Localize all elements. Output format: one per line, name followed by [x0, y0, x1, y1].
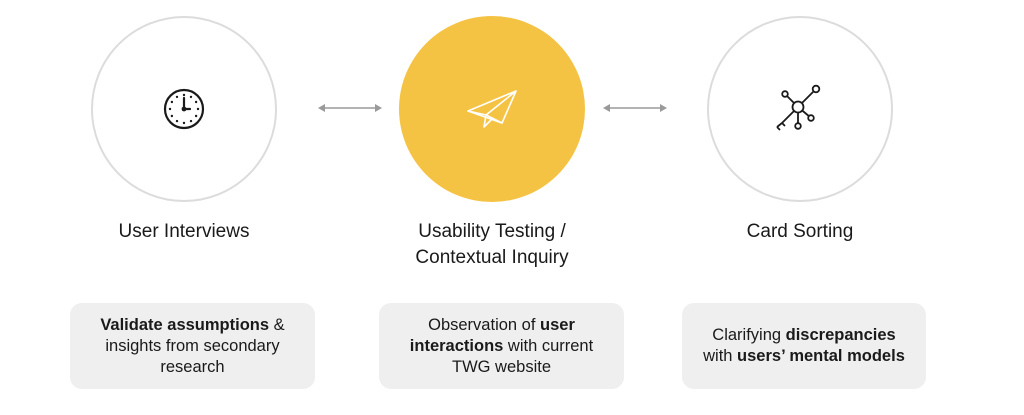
method-description-card: Clarifying discrepancies with users’ men… — [682, 303, 926, 389]
method-title: Usability Testing / Contextual Inquiry — [362, 219, 622, 271]
card-line: with users’ mental models — [703, 346, 905, 367]
card-line: Observation of user — [410, 315, 593, 336]
method-circle-usability-testing — [399, 16, 585, 202]
card-text: insights from secondary — [105, 336, 280, 355]
method-title: Card Sorting — [670, 219, 930, 245]
card-line: interactions with current — [410, 336, 593, 357]
card-line: Validate assumptions & — [100, 315, 284, 336]
clock-icon — [163, 88, 205, 130]
card-text-bold: user — [540, 315, 575, 334]
card-text: research — [160, 357, 225, 376]
method-description-card: Observation of user interactions with cu… — [379, 303, 624, 389]
card-text: with current — [503, 336, 594, 355]
method-title-line: User Interviews — [118, 221, 250, 242]
double-arrow-connector-1 — [318, 104, 382, 112]
card-line: research — [100, 357, 284, 378]
method-title: User Interviews — [54, 219, 314, 245]
method-title-line: Card Sorting — [746, 221, 854, 242]
card-line: insights from secondary — [100, 336, 284, 357]
method-title-line: Contextual Inquiry — [415, 247, 569, 268]
card-text: & — [269, 315, 285, 334]
network-nodes-icon — [776, 84, 821, 131]
paper-plane-icon — [467, 90, 517, 128]
method-circle-user-interviews — [91, 16, 277, 202]
method-title-line: Usability Testing / — [418, 221, 566, 242]
method-description-card: Validate assumptions & insights from sec… — [70, 303, 315, 389]
card-line: TWG website — [410, 357, 593, 378]
card-text-bold: discrepancies — [785, 326, 896, 344]
double-arrow-connector-2 — [603, 104, 667, 112]
card-text: with — [703, 347, 738, 365]
card-line: Clarifying discrepancies — [703, 325, 905, 346]
card-text: TWG website — [451, 357, 552, 376]
card-text: Clarifying — [712, 326, 786, 344]
card-text-bold: interactions — [409, 336, 504, 355]
card-text: Observation of — [428, 315, 541, 334]
card-text-bold: Validate assumptions — [100, 315, 270, 334]
card-text-bold: users’ mental models — [737, 347, 905, 365]
method-circle-card-sorting — [707, 16, 893, 202]
